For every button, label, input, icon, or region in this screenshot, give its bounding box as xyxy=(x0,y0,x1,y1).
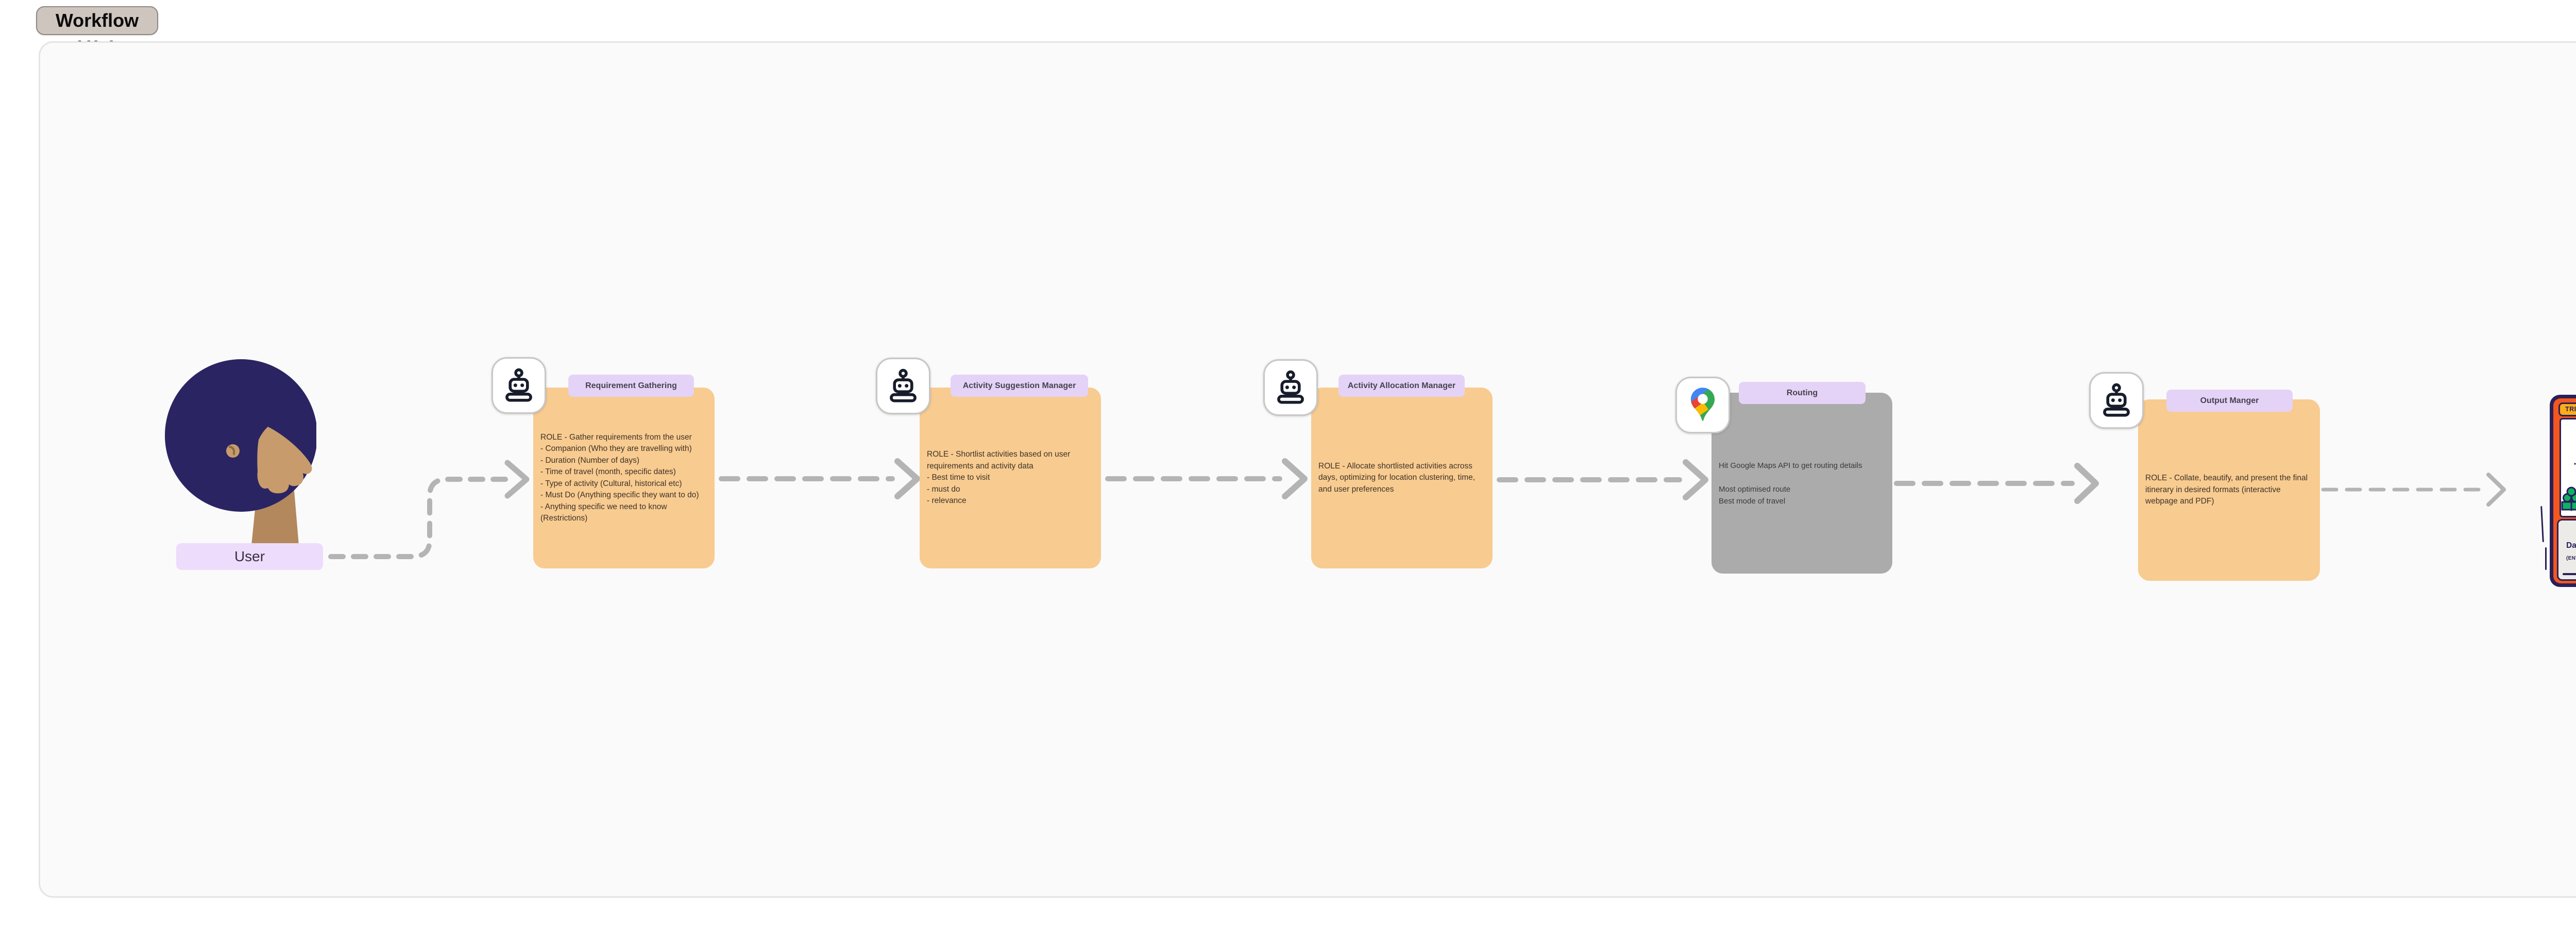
itinerary-subtitle: (ENTER LEAST FAVORITE WORD) xyxy=(2566,556,2576,561)
arrow-2-to-3 xyxy=(1105,458,1308,499)
google-maps-icon xyxy=(1675,377,1730,433)
robot-icon xyxy=(492,357,546,414)
arrow-1-to-2 xyxy=(719,458,920,499)
user-label: User xyxy=(176,543,323,570)
node-body: Hit Google Maps API to get routing detai… xyxy=(1719,461,1862,506)
robot-icon xyxy=(2089,372,2144,429)
node-routing: Hit Google Maps API to get routing detai… xyxy=(1711,393,1892,574)
itinerary-card-header: TRIP TO PARIS xyxy=(2558,402,2576,416)
node-output-manager: ROLE - Collate, beautify, and present th… xyxy=(2138,399,2320,581)
node-body: ROLE - Gather requirements from the user… xyxy=(540,432,699,523)
avatar-face xyxy=(257,427,312,494)
arrow-output-to-result xyxy=(2321,473,2506,507)
robot-icon xyxy=(1263,359,1318,416)
itinerary-day-panel: Day 1 - Eiffel Tower (ENTER LEAST FAVORI… xyxy=(2557,519,2576,581)
arrow-user-to-requirement-gathering xyxy=(328,460,530,559)
user-avatar xyxy=(165,359,316,545)
eiffel-tower-illustration xyxy=(2560,418,2576,517)
itinerary-day-title: Day 1 - Eiffel Tower xyxy=(2566,541,2576,550)
node-body: ROLE - Shortlist activities based on use… xyxy=(927,450,1071,506)
node-title-routing: Routing xyxy=(1739,382,1866,404)
node-body: ROLE - Collate, beautify, and present th… xyxy=(2145,474,2308,506)
decorative-stroke xyxy=(2545,547,2547,570)
arrow-3-to-routing xyxy=(1497,459,1708,500)
node-title-activity-allocation-manager: Activity Allocation Manager xyxy=(1338,375,1465,397)
itinerary-card-title: TRIP TO PARIS xyxy=(2565,406,2576,413)
robot-icon xyxy=(876,358,930,414)
node-requirement-gathering: ROLE - Gather requirements from the user… xyxy=(533,388,715,568)
avatar-ear xyxy=(226,444,240,458)
arrow-routing-to-output xyxy=(1894,463,2099,504)
node-activity-suggestion-manager: ROLE - Shortlist activities based on use… xyxy=(920,388,1101,568)
node-title-output-manager: Output Manger xyxy=(2166,390,2293,412)
node-title-requirement-gathering: Requirement Gathering xyxy=(568,375,694,397)
decorative-line xyxy=(2563,573,2576,575)
node-activity-allocation-manager: ROLE - Allocate shortlisted activities a… xyxy=(1311,388,1493,568)
avatar-hair xyxy=(165,359,316,512)
node-title-activity-suggestion-manager: Activity Suggestion Manager xyxy=(951,375,1088,397)
itinerary-card: TRIP TO PARIS xyxy=(2550,395,2576,587)
node-body: ROLE - Allocate shortlisted activities a… xyxy=(1318,461,1476,494)
